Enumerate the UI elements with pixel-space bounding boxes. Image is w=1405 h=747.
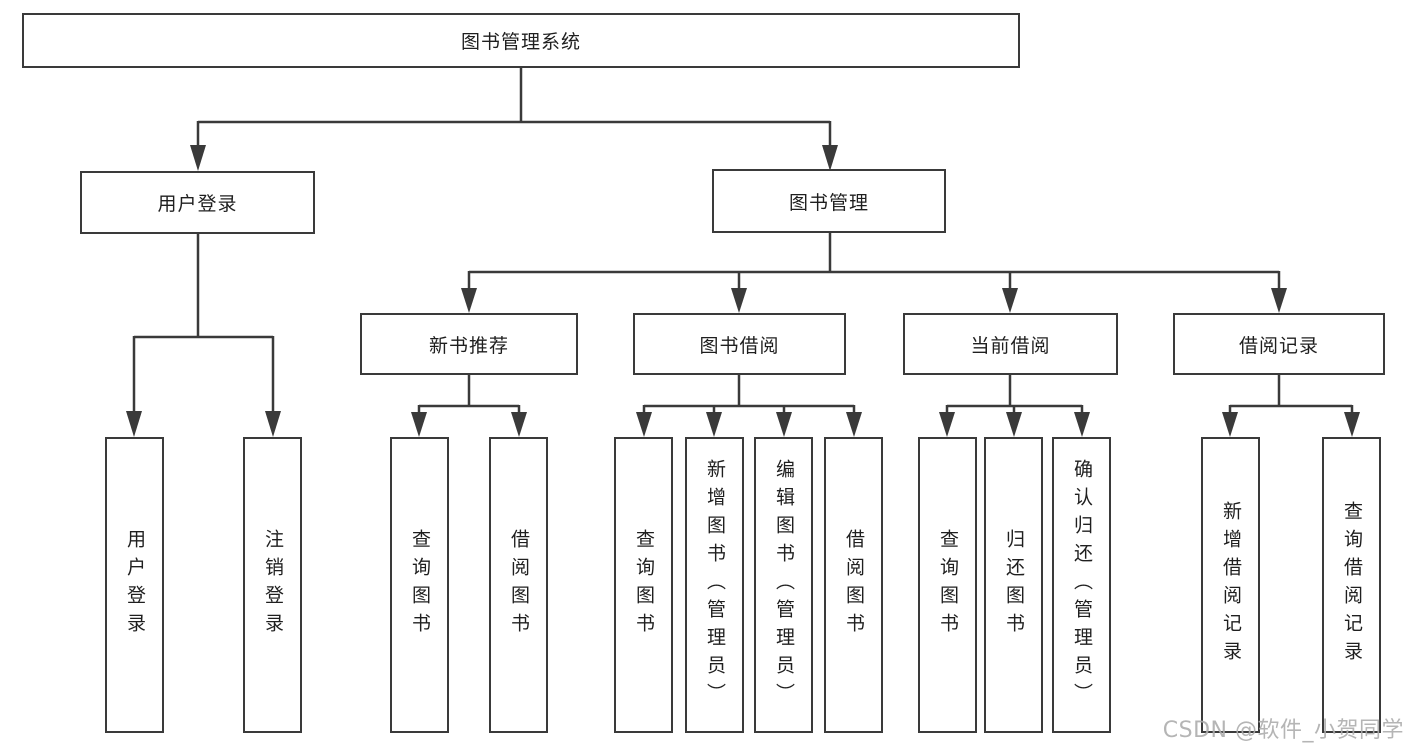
leaf-edit-books-admin: 编辑图书（管理员） — [754, 437, 813, 733]
node-label: 用户登录 — [124, 529, 146, 641]
leaf-return-books: 归还图书 — [984, 437, 1043, 733]
leaf-confirm-return-admin: 确认归还（管理员） — [1052, 437, 1111, 733]
node-book-borrow: 图书借阅 — [633, 313, 846, 375]
node-borrow-records: 借阅记录 — [1173, 313, 1385, 375]
node-book-management: 图书管理 — [712, 169, 946, 233]
leaf-query-books-3: 查询图书 — [918, 437, 977, 733]
leaf-borrow-books-1: 借阅图书 — [489, 437, 548, 733]
node-label: 编辑图书（管理员） — [773, 459, 795, 711]
node-label: 图书管理系统 — [460, 31, 581, 53]
node-label: 图书借阅 — [699, 334, 780, 357]
node-root-library-system: 图书管理系统 — [22, 13, 1020, 68]
node-new-book-recommend: 新书推荐 — [360, 313, 578, 375]
leaf-user-login: 用户登录 — [105, 437, 164, 733]
node-label: 查询图书 — [937, 529, 959, 641]
csdn-watermark: CSDN @软件_小贺同学 — [1162, 718, 1404, 743]
leaf-query-books-1: 查询图书 — [390, 437, 449, 733]
node-user-login: 用户登录 — [80, 171, 315, 234]
node-label: 新增借阅记录 — [1220, 501, 1242, 669]
node-label: 新增图书（管理员） — [704, 459, 726, 711]
node-current-borrow: 当前借阅 — [903, 313, 1118, 375]
node-label: 查询图书 — [409, 529, 431, 641]
node-label: 确认归还（管理员） — [1071, 459, 1093, 711]
leaf-query-borrow-record: 查询借阅记录 — [1322, 437, 1381, 733]
node-label: 查询借阅记录 — [1341, 501, 1363, 669]
leaf-add-borrow-record: 新增借阅记录 — [1201, 437, 1260, 733]
node-label: 当前借阅 — [970, 334, 1051, 357]
node-label: 借阅图书 — [843, 529, 865, 641]
node-label: 图书管理 — [788, 191, 869, 214]
node-label: 查询图书 — [633, 529, 655, 641]
leaf-borrow-books-2: 借阅图书 — [824, 437, 883, 733]
leaf-query-books-2: 查询图书 — [614, 437, 673, 733]
node-label: 借阅记录 — [1238, 334, 1319, 357]
node-label: 归还图书 — [1003, 529, 1025, 641]
leaf-add-books-admin: 新增图书（管理员） — [685, 437, 744, 733]
node-label: 注销登录 — [262, 529, 284, 641]
node-label: 借阅图书 — [508, 529, 530, 641]
arrowheads — [126, 145, 1360, 437]
leaf-logout: 注销登录 — [243, 437, 302, 733]
node-label: 新书推荐 — [428, 334, 509, 357]
node-label: 用户登录 — [157, 193, 238, 215]
